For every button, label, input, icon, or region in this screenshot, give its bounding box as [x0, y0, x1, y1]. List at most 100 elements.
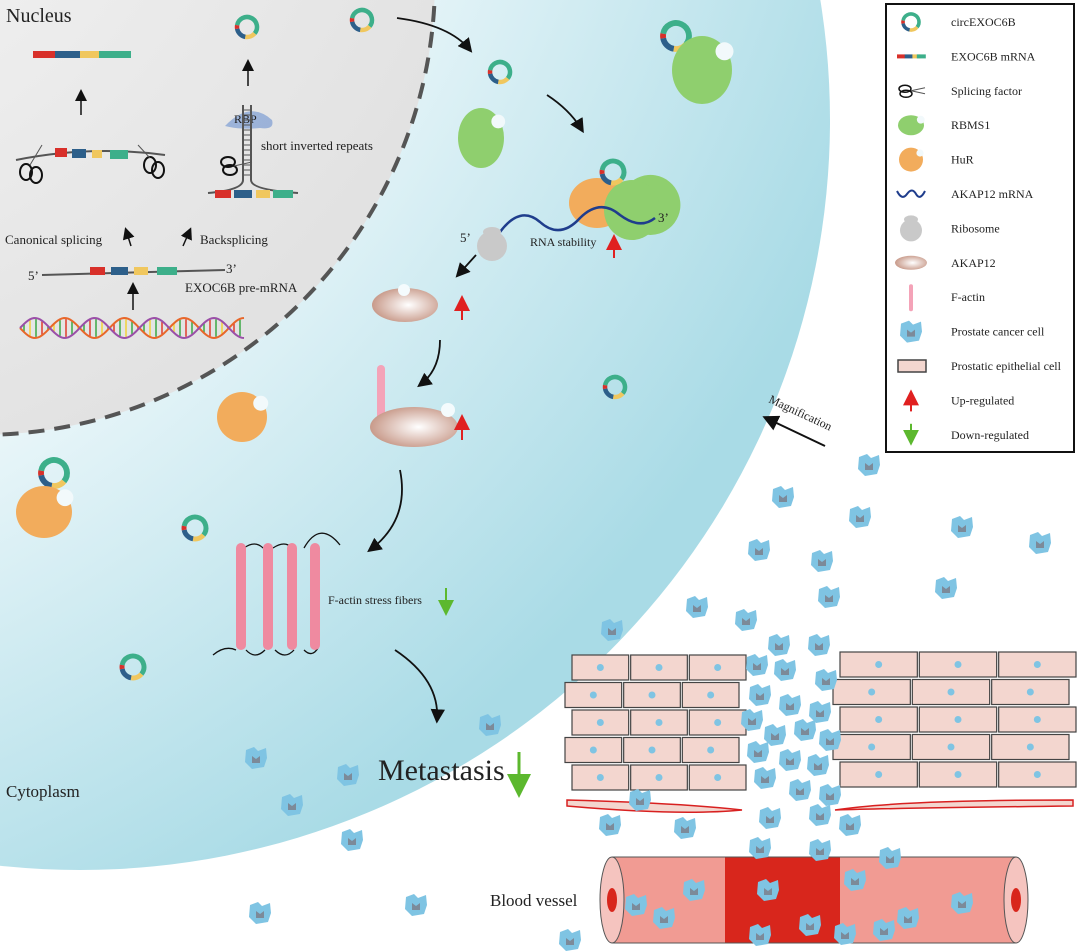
- akap12-mrna: [498, 206, 656, 233]
- cancer-cell: [897, 907, 919, 929]
- epithelial-cell: [571, 654, 630, 681]
- cancer-cell: [809, 839, 831, 861]
- backsplicing-hairpin: RBP: [207, 105, 299, 198]
- epithelial-cell: [630, 764, 688, 791]
- epithelial-cell: [571, 764, 630, 791]
- cancer-cell: [772, 486, 794, 508]
- epithelial-cell-icon: [897, 359, 927, 373]
- legend-item: F-actin: [909, 284, 985, 312]
- cancer-cell: [951, 892, 973, 914]
- epithelial-cell: [564, 681, 623, 709]
- cancer-cell: [879, 847, 901, 869]
- rbms1-icon: [898, 115, 925, 136]
- epithelial-cell: [832, 733, 911, 761]
- pre-mrna: [41, 267, 226, 276]
- circrna-icon: [234, 14, 260, 40]
- akap12-protein: [372, 284, 438, 322]
- cancer-cell: [281, 794, 303, 816]
- legend-label: AKAP12: [951, 256, 996, 270]
- cancer-cell: [749, 924, 771, 946]
- pre-mrna-label: EXOC6B pre-mRNA: [185, 280, 298, 295]
- epithelial-cell: [688, 654, 747, 681]
- cancer-cell: [479, 714, 501, 736]
- cancer-cell: [807, 754, 829, 776]
- cancer-cell: [808, 634, 830, 656]
- rbp-label: RBP: [234, 112, 257, 126]
- epithelial-cell: [681, 681, 740, 709]
- legend-item: HuR: [899, 147, 974, 172]
- stress-fibers-label: F-actin stress fibers: [328, 593, 422, 607]
- epithelial-cell: [623, 681, 681, 709]
- legend-label: Ribosome: [951, 221, 1000, 235]
- legend-label: F-actin: [951, 290, 985, 304]
- ribosome-icon: [900, 215, 922, 242]
- cancer-cell: [754, 767, 776, 789]
- epithelial-cell: [630, 654, 688, 681]
- nucleus-label: Nucleus: [6, 5, 72, 27]
- wave-icon: [896, 189, 926, 198]
- legend-label: Prostate cancer cell: [951, 325, 1045, 339]
- legend-label: Prostatic epithelial cell: [951, 359, 1062, 373]
- cancer-cell: [1029, 532, 1051, 554]
- cancer-cell: [245, 747, 267, 769]
- pre-mrna-3prime: 3’: [226, 261, 237, 276]
- cancer-cell: [741, 709, 763, 731]
- circrna-icon: [901, 12, 921, 32]
- cancer-cell: [747, 741, 769, 763]
- cancer-cells: [245, 454, 1051, 951]
- legend-label: AKAP12 mRNA: [951, 187, 1034, 201]
- scissors-icon: [220, 156, 253, 176]
- legend-item: circEXOC6B: [901, 12, 1016, 32]
- cancer-cell: [768, 634, 790, 656]
- cancer-cell: [849, 506, 871, 528]
- canonical-splicing-complex: [15, 144, 166, 184]
- cancer-cell: [757, 879, 779, 901]
- cancer-cell: [839, 814, 861, 836]
- cancer-cell: [749, 684, 771, 706]
- legend-item: AKAP12 mRNA: [896, 187, 1034, 201]
- ribosome: [477, 227, 507, 261]
- scissors-icon: [898, 84, 926, 99]
- epithelial-cell: [630, 709, 688, 736]
- dna-double-helix: [19, 316, 245, 340]
- legend-label: HuR: [951, 153, 974, 167]
- epithelial-cell: [998, 761, 1077, 788]
- legend-item: Prostate cancer cell: [900, 320, 1045, 343]
- cancer-cell: [794, 719, 816, 741]
- pre-mrna-5prime: 5’: [28, 268, 39, 283]
- cancer-cell: [799, 914, 821, 936]
- cancer-cell: [809, 701, 831, 723]
- akap12-protein: [370, 403, 458, 447]
- legend-item: Ribosome: [900, 215, 1000, 242]
- epithelial-cell: [918, 706, 998, 733]
- legend-label: Up-regulated: [951, 393, 1014, 407]
- cancer-cell: [629, 789, 651, 811]
- legend-item: Prostatic epithelial cell: [897, 359, 1062, 373]
- legend-label: RBMS1: [951, 118, 990, 132]
- cancer-cell: [746, 654, 768, 676]
- legend-item: EXOC6B mRNA: [897, 49, 1036, 63]
- cancer-cell: [599, 814, 621, 836]
- basement-membrane-left: [566, 799, 743, 813]
- legend-item: Down-regulated: [903, 423, 1029, 446]
- cancer-cell: [735, 609, 757, 631]
- cancer-cell: [405, 894, 427, 916]
- canonical-splicing-label: Canonical splicing: [5, 232, 103, 247]
- epithelial-cell: [688, 709, 747, 736]
- circrna-icon: [38, 457, 70, 489]
- epithelial-cell: [839, 706, 918, 733]
- basement-membrane-right: [834, 799, 1074, 811]
- rna-stability-label: RNA stability: [530, 235, 596, 249]
- cancer-cell: [749, 837, 771, 859]
- epithelial-cell: [911, 733, 991, 761]
- circrna-icon: [181, 514, 209, 542]
- cancer-cell: [559, 929, 581, 951]
- cancer-cell: [601, 619, 623, 641]
- cancer-cell: [818, 586, 840, 608]
- cancer-cell: [774, 659, 796, 681]
- scissors-icon: [137, 144, 165, 179]
- cancer-cell: [779, 694, 801, 716]
- legend-item: Up-regulated: [903, 389, 1014, 412]
- scissors-icon: [19, 144, 43, 184]
